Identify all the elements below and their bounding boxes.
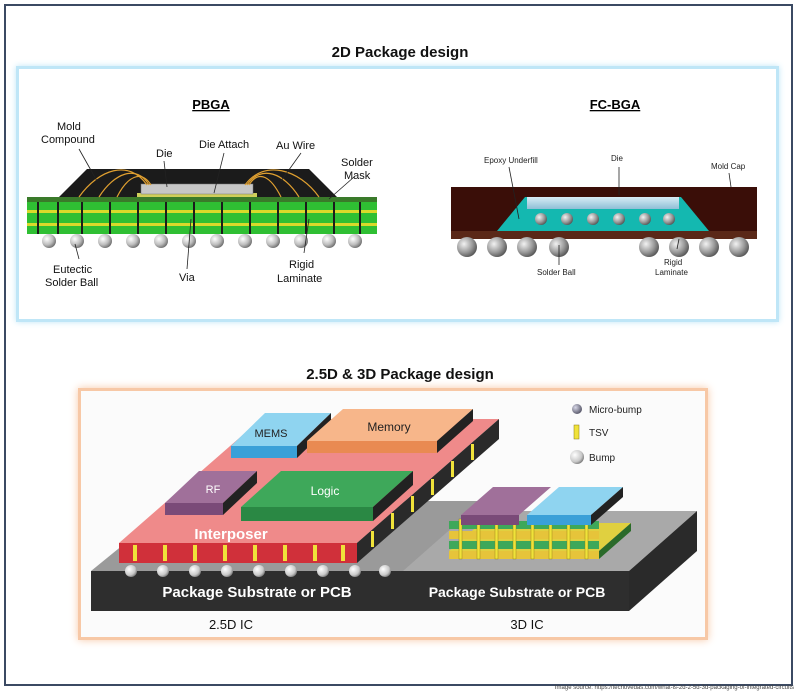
pbga-die xyxy=(140,183,254,195)
pbga-drawing xyxy=(27,169,377,248)
ic25-rf-die: RF xyxy=(165,471,257,515)
fcbga-die xyxy=(527,197,679,209)
ic25-memory-die: Memory xyxy=(307,409,473,453)
fcbga-title: FC-BGA xyxy=(590,97,641,112)
legend: Micro-bump TSV Bump xyxy=(570,404,642,464)
pbga-solder-balls xyxy=(42,234,362,248)
pbga-title: PBGA xyxy=(192,97,230,112)
ic25-logic-label: Logic xyxy=(311,484,340,498)
ic25-caption: 2.5D IC xyxy=(209,617,253,632)
pbga-rigid-laminate xyxy=(27,202,377,234)
pbga-label-solder-ball: Solder Ball xyxy=(45,277,98,289)
pbga-leaders xyxy=(74,148,355,270)
pbga-mold-compound xyxy=(59,169,337,197)
panel-25d-3d-package: Package Substrate or PCB Interposer xyxy=(78,388,708,640)
ic3d-stack xyxy=(449,487,631,560)
ic25-substrate-label: Package Substrate or PCB xyxy=(162,584,351,601)
pbga-label-rigid: Rigid xyxy=(289,259,314,271)
ic3d-substrate-label: Package Substrate or PCB xyxy=(429,584,606,600)
title-2d: 2D Package design xyxy=(331,44,469,61)
pbga-label-mold: Mold xyxy=(57,121,81,133)
pbga-label-die: Die xyxy=(156,148,173,160)
fcbga-drawing xyxy=(451,187,757,257)
legend-tsv: TSV xyxy=(589,428,609,439)
ic25-logic-die: Logic xyxy=(241,471,413,521)
pbga-label-solder: Solder xyxy=(341,157,373,169)
ic3d-caption: 3D IC xyxy=(510,617,543,632)
fcbga-rigid-laminate xyxy=(451,231,757,239)
diagram-25d-3d: Package Substrate or PCB Interposer xyxy=(91,404,697,632)
fcbga-solder-balls xyxy=(457,237,749,257)
legend-tsv-icon xyxy=(573,424,580,440)
panel-2d-package: PBGA xyxy=(16,66,779,322)
diagram-2d: PBGA xyxy=(27,97,757,289)
ic25-mems-label: MEMS xyxy=(255,428,288,440)
figure-frame xyxy=(4,4,793,686)
pbga-die-attach xyxy=(137,193,257,197)
pbga-label-compound: Compound xyxy=(41,134,95,146)
fcbga-label-solder-ball: Solder Ball xyxy=(537,268,576,277)
pbga-label-mask: Mask xyxy=(344,170,371,182)
fcbga-label-rigid: Rigid xyxy=(664,258,682,267)
fcbga-label-mold-cap: Mold Cap xyxy=(711,162,746,171)
ic25-interposer-label: Interposer xyxy=(194,526,268,543)
title-25d-3d: 2.5D & 3D Package design xyxy=(306,366,494,383)
image-source: Image source: https://techovedas.com/wha… xyxy=(554,685,794,691)
pbga-label-laminate: Laminate xyxy=(277,273,322,285)
legend-micro-bump-icon xyxy=(572,404,582,414)
pbga-label-eutectic: Eutectic xyxy=(53,264,93,276)
pbga-solder-mask xyxy=(27,197,377,202)
fcbga-label-die: Die xyxy=(611,154,624,163)
legend-bump: Bump xyxy=(589,453,616,464)
fcbga-leaders xyxy=(508,166,732,265)
pbga-label-au-wire: Au Wire xyxy=(276,140,315,152)
pbga-label-die-attach: Die Attach xyxy=(199,139,249,151)
fcbga-label-epoxy: Epoxy Underfill xyxy=(484,156,538,165)
ic25-rf-label: RF xyxy=(206,484,221,496)
pbga-au-wires xyxy=(78,169,320,198)
pbga-label-via: Via xyxy=(179,272,196,284)
fcbga-label-laminate: Laminate xyxy=(655,268,688,277)
legend-bump-icon xyxy=(570,450,584,464)
ic25-bumps xyxy=(125,565,391,577)
ic25-memory-label: Memory xyxy=(367,420,410,434)
legend-micro-bump: Micro-bump xyxy=(589,405,642,416)
